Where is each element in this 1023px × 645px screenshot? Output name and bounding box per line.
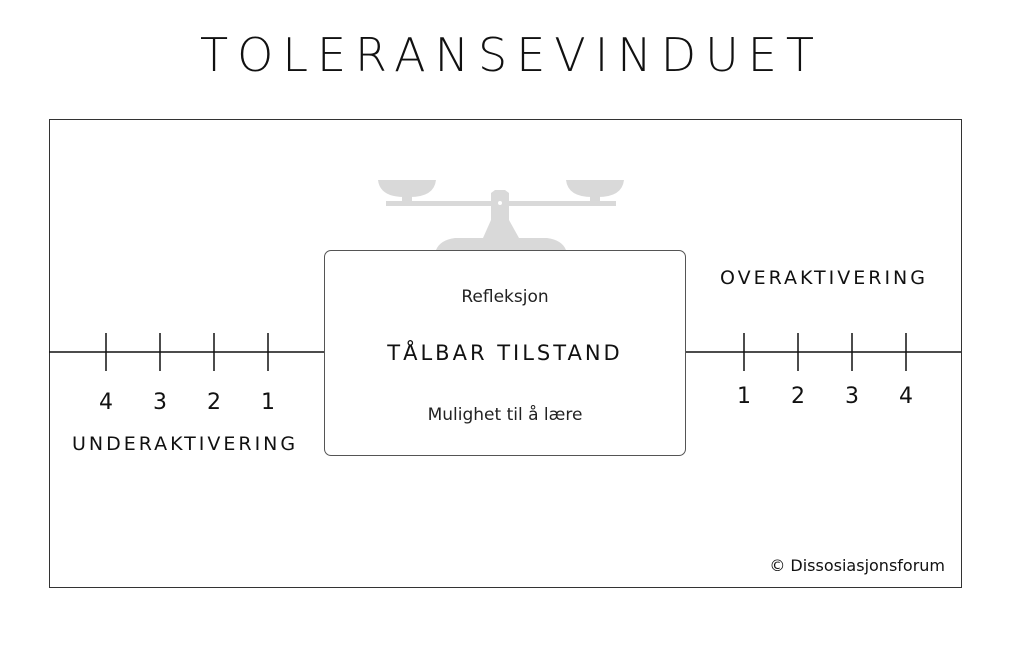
tolerable-state-box: Refleksjon TÅLBAR TILSTAND Mulighet til … (324, 250, 686, 456)
tolerable-state-label: TÅLBAR TILSTAND (387, 341, 623, 365)
over-level-3: 3 (845, 384, 859, 409)
over-level-2: 2 (791, 384, 805, 409)
under-level-2: 2 (207, 390, 221, 415)
under-level-4: 4 (99, 390, 113, 415)
diagram-frame (49, 119, 962, 588)
over-level-4: 4 (899, 384, 913, 409)
diagram-title: TOLERANSEVINDUET (200, 28, 823, 82)
balance-scale-icon (378, 180, 624, 250)
reflection-label: Refleksjon (461, 287, 549, 307)
learning-label: Mulighet til å lære (427, 405, 583, 425)
under-level-1: 1 (261, 390, 275, 415)
axis-lines (49, 333, 961, 371)
overactivation-label: OVERAKTIVERING (720, 267, 928, 289)
copyright-notice: © Dissosiasjonsforum (769, 556, 945, 575)
over-level-1: 1 (737, 384, 751, 409)
underactivation-label: UNDERAKTIVERING (72, 433, 299, 455)
under-level-3: 3 (153, 390, 167, 415)
